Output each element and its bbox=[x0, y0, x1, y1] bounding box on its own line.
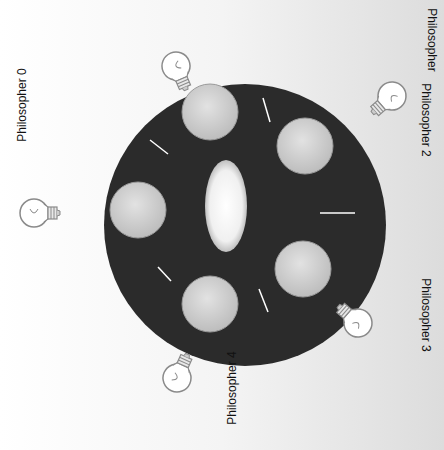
philosopher-label: Philosopher 4 bbox=[225, 351, 239, 424]
bowl bbox=[205, 160, 247, 252]
chopsticks bbox=[150, 98, 355, 312]
philosopher-label: Philosopher bbox=[425, 8, 439, 71]
philosopher-label: Philosopher 3 bbox=[419, 278, 433, 351]
plates bbox=[110, 84, 333, 332]
table bbox=[104, 84, 386, 366]
philosopher-label: Philosopher 2 bbox=[419, 83, 433, 156]
philosopher-label: Philosopher 0 bbox=[15, 68, 29, 141]
lightbulbs bbox=[20, 48, 412, 397]
